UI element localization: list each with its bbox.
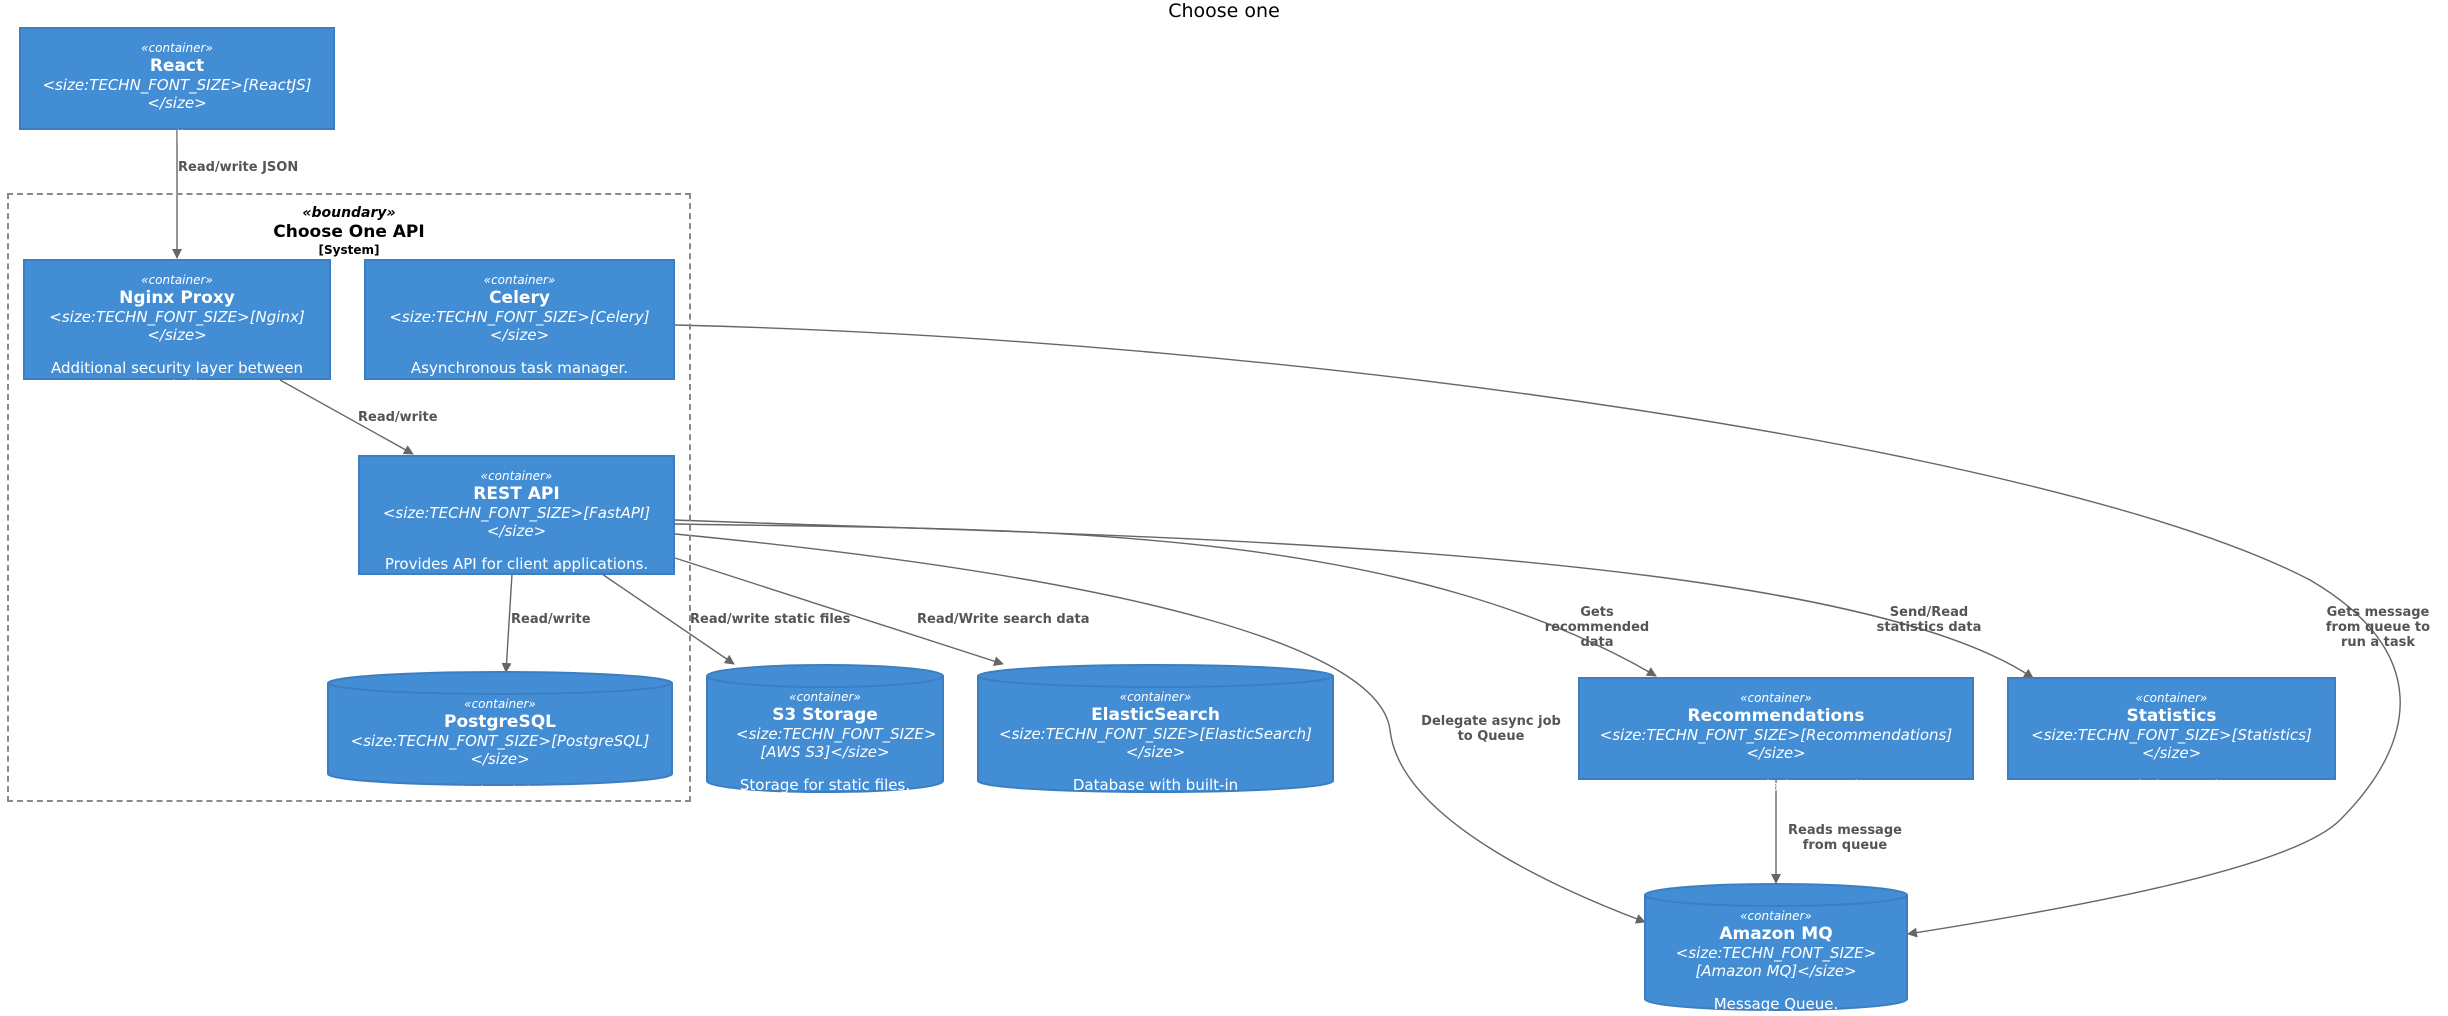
container-stereotype: «container» — [2135, 691, 2208, 705]
edge-label-rest-recs: Gets recommended data — [1544, 605, 1650, 650]
container-technology: <size:TECHN_FONT_SIZE>[Recommendations]<… — [1599, 726, 1953, 762]
boundary-type: [System] — [318, 243, 380, 257]
boundary-name: Choose One API — [273, 222, 425, 242]
container-name: ElasticSearch — [1091, 705, 1220, 725]
edge-label-react-nginx: Read/write JSON — [178, 160, 299, 175]
edge-label-nginx-rest: Read/write — [358, 410, 438, 425]
container-statistics[interactable]: «container» Statistics <size:TECHN_FONT_… — [2007, 677, 2336, 795]
database-cylinder-icon — [327, 671, 673, 786]
container-stereotype: «container» — [1119, 690, 1192, 704]
container-technology: <size:TECHN_FONT_SIZE>[FastAPI]</size> — [382, 504, 651, 540]
container-description: Message Queue. — [1713, 995, 1839, 1013]
container-celery[interactable]: «container» Celery <size:TECHN_FONT_SIZE… — [364, 259, 675, 380]
container-description: FE client — [144, 127, 210, 145]
container-stereotype: «container» — [483, 273, 556, 287]
database-cylinder-icon — [977, 663, 1334, 794]
edge-rest-postgres — [501, 573, 513, 673]
container-description: Main relational database. — [404, 783, 596, 801]
edge-rest-s3 — [601, 573, 735, 665]
container-technology: <size:TECHN_FONT_SIZE>[ReactJS]</size> — [42, 76, 312, 112]
container-name: Recommendations — [1687, 706, 1865, 726]
edge-label-celery-mq: Gets message from queue to run a task — [2325, 605, 2431, 650]
container-postgresql[interactable]: «container» PostgreSQL <size:TECHN_FONT_… — [327, 671, 673, 801]
container-rest-api[interactable]: «container» REST API <size:TECHN_FONT_SI… — [358, 455, 675, 575]
container-description: Asynchronous task manager. — [410, 359, 629, 377]
container-description: Statistics Service — [2107, 777, 2236, 795]
container-stereotype: «container» — [141, 41, 213, 55]
edge-rest-stats — [674, 519, 2034, 679]
edge-rest-recs — [674, 523, 1657, 677]
container-elasticsearch[interactable]: «container» ElasticSearch <size:TECHN_FO… — [977, 663, 1334, 812]
container-name: React — [149, 56, 205, 76]
database-cylinder-icon — [706, 664, 944, 793]
container-nginx-proxy[interactable]: «container» Nginx Proxy <size:TECHN_FONT… — [23, 259, 331, 395]
edge-rest-elastic — [674, 557, 1004, 666]
edge-label-recs-mq: Reads message from queue — [1788, 823, 1902, 853]
container-name: PostgreSQL — [444, 712, 556, 732]
container-stereotype: «container» — [480, 469, 553, 483]
container-stereotype: «container» — [1740, 691, 1812, 705]
system-boundary: «boundary» Choose One API [System] — [7, 193, 691, 802]
container-description: Recommendations Service — [1676, 777, 1876, 795]
boundary-stereotype: «boundary» — [302, 205, 396, 221]
container-name: Celery — [489, 288, 550, 308]
container-name: Statistics — [2126, 706, 2217, 726]
edge-label-rest-postgres: Read/write — [511, 612, 591, 627]
container-recommendations[interactable]: «container» Recommendations <size:TECHN_… — [1578, 677, 1974, 795]
edge-rest-mq — [674, 533, 1646, 924]
container-amazon-mq[interactable]: «container» Amazon MQ <size:TECHN_FONT_S… — [1644, 883, 1908, 1013]
container-description: Storage for static files. — [739, 776, 911, 794]
container-technology: <size:TECHN_FONT_SIZE>[AWS S3]</size> — [736, 725, 937, 761]
container-name: S3 Storage — [772, 705, 878, 725]
edge-label-rest-elastic: Read/Write search data — [917, 612, 1090, 627]
container-name: REST API — [473, 484, 560, 504]
edge-label-rest-mq: Delegate async job to Queue — [1421, 714, 1561, 744]
edge-label-rest-stats: Send/Read statistics data — [1876, 605, 1982, 635]
container-name: Nginx Proxy — [119, 288, 235, 308]
container-react[interactable]: «container» React <size:TECHN_FONT_SIZE>… — [19, 27, 335, 145]
container-description: Additional security layer between API an… — [51, 359, 303, 395]
container-description: Database with built-in search engine. — [1072, 776, 1239, 812]
container-stereotype: «container» — [141, 273, 213, 287]
container-stereotype: «container» — [1740, 909, 1812, 923]
container-name: Amazon MQ — [1719, 924, 1833, 944]
container-stereotype: «container» — [464, 697, 536, 711]
diagram-title: Choose one — [1168, 0, 1280, 22]
container-description: Provides API for client applications. — [384, 555, 649, 573]
database-cylinder-icon — [1644, 883, 1908, 1011]
container-technology: <size:TECHN_FONT_SIZE>[PostgreSQL]</size… — [350, 732, 650, 768]
container-technology: <size:TECHN_FONT_SIZE>[Nginx]</size> — [49, 308, 305, 344]
container-stereotype: «container» — [789, 690, 861, 704]
container-technology: <size:TECHN_FONT_SIZE>[ElasticSearch]</s… — [999, 725, 1312, 761]
edge-nginx-rest — [279, 379, 414, 455]
container-s3-storage[interactable]: «container» S3 Storage <size:TECHN_FONT_… — [706, 664, 944, 794]
container-technology: <size:TECHN_FONT_SIZE>[Statistics]</size… — [2031, 726, 2312, 762]
container-technology: <size:TECHN_FONT_SIZE>[Celery]</size> — [389, 308, 650, 344]
edge-label-rest-s3: Read/write static files — [690, 612, 851, 627]
edge-celery-mq — [674, 324, 2401, 938]
container-technology: <size:TECHN_FONT_SIZE>[Amazon MQ]</size> — [1675, 944, 1877, 980]
